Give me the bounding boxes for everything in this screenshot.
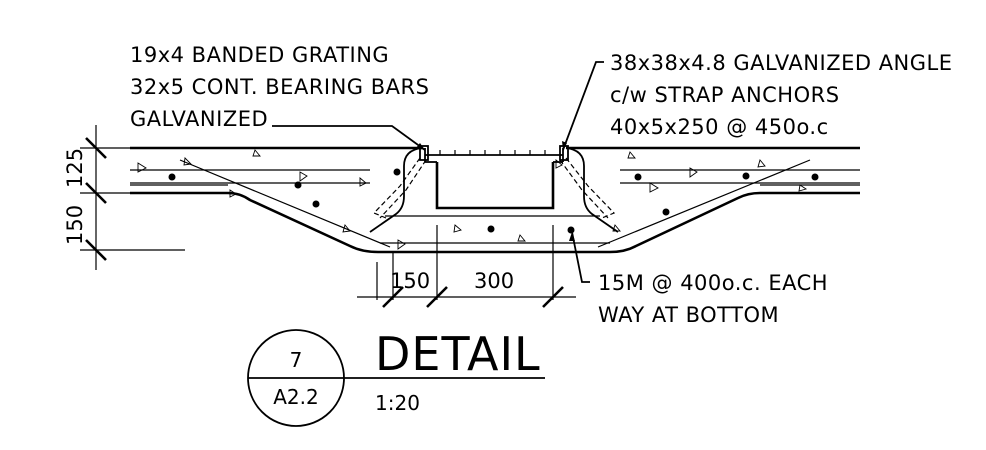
reinforcement <box>130 157 860 300</box>
rebar-label: 15M @ 400o.c. EACH WAY AT BOTTOM <box>598 271 828 327</box>
grating-label-line2: 32x5 CONT. BEARING BARS <box>130 75 429 99</box>
dim-125: 125 <box>63 148 87 188</box>
title-block: 7 A2.2 DETAIL 1:20 <box>247 327 545 427</box>
angle-label: 38x38x4.8 GALVANIZED ANGLE c/w STRAP ANC… <box>610 51 953 139</box>
angle-label-line2: c/w STRAP ANCHORS <box>610 83 840 107</box>
sheet-number: A2.2 <box>273 385 319 409</box>
angle-label-line1: 38x38x4.8 GALVANIZED ANGLE <box>610 51 953 75</box>
angle-label-line3: 40x5x250 @ 450o.c <box>610 115 829 139</box>
rebar-label-line1: 15M @ 400o.c. EACH <box>598 271 828 295</box>
detail-title: DETAIL <box>375 327 541 381</box>
left-angle <box>419 145 429 161</box>
detail-scale: 1:20 <box>375 391 420 415</box>
grating-bars <box>439 150 546 155</box>
dim-300: 300 <box>474 269 514 293</box>
concrete-hatch <box>137 149 808 250</box>
grating-label: 19x4 BANDED GRATING 32x5 CONT. BEARING B… <box>130 43 429 131</box>
grating-label-line1: 19x4 BANDED GRATING <box>130 43 389 67</box>
slab-outline <box>130 146 860 254</box>
horizontal-dimensions <box>357 262 576 308</box>
dim-150-horizontal: 150 <box>390 269 430 293</box>
dim-150-vertical: 150 <box>63 205 87 245</box>
detail-number: 7 <box>290 348 303 372</box>
grating-label-line3: GALVANIZED <box>130 107 268 131</box>
rebar-label-line2: WAY AT BOTTOM <box>598 303 779 327</box>
vertical-dimensions <box>80 125 185 270</box>
trench-channel <box>419 145 569 210</box>
leaders <box>272 61 604 283</box>
